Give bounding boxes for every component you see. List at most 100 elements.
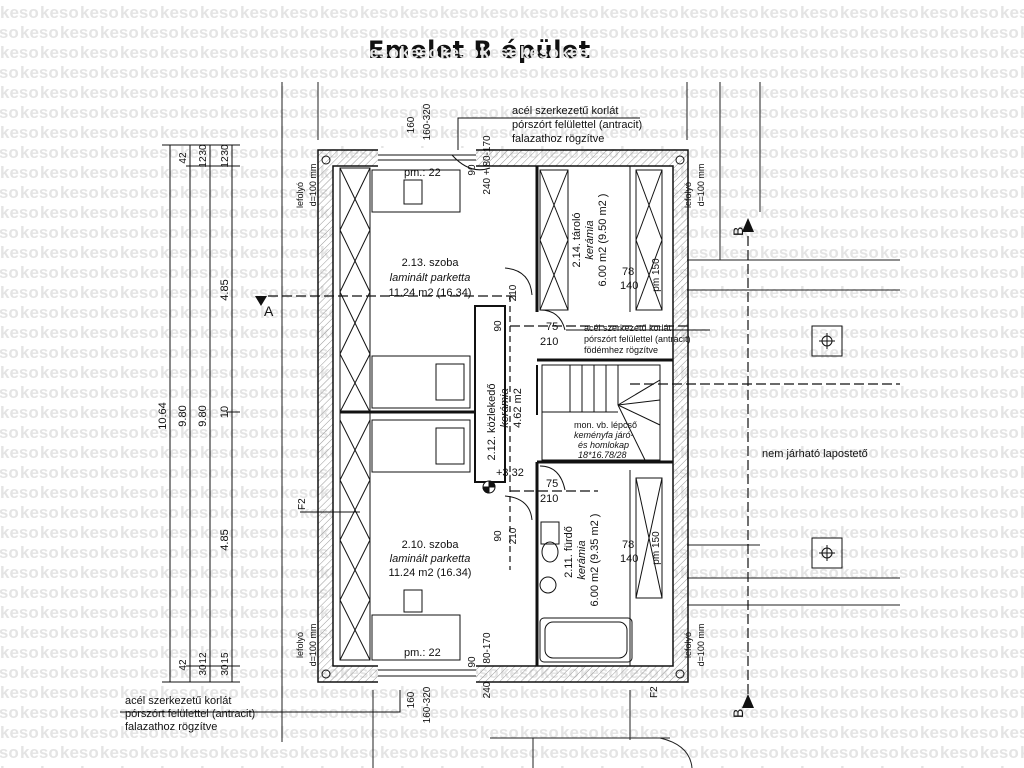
- watermark-text: keso: [0, 443, 39, 462]
- watermark-text: keso: [20, 583, 59, 602]
- watermark-text: keso: [280, 643, 319, 662]
- watermark-text: keso: [220, 23, 259, 42]
- watermark-text: keso: [720, 83, 759, 102]
- watermark-text: keso: [100, 543, 139, 562]
- watermark-text: keso: [720, 483, 759, 502]
- watermark-text: keso: [40, 523, 79, 542]
- watermark-text: keso: [640, 723, 679, 742]
- watermark-text: keso: [840, 603, 879, 622]
- watermark-text: keso: [60, 583, 99, 602]
- watermark-text: keso: [740, 263, 779, 282]
- watermark-text: keso: [0, 423, 19, 442]
- watermark-text: keso: [460, 63, 499, 82]
- dim-door-210-1: 90: [493, 530, 504, 542]
- watermark-text: keso: [200, 43, 239, 62]
- f2-mark-left: F2: [297, 498, 308, 510]
- watermark-text: keso: [940, 503, 979, 522]
- watermark-text: keso: [1020, 383, 1024, 402]
- watermark-text: keso: [920, 603, 959, 622]
- watermark-text: keso: [860, 663, 899, 682]
- watermark-text: keso: [420, 703, 459, 722]
- watermark-text: keso: [180, 383, 219, 402]
- room-2-12-name: 2.12. közlekedő: [486, 383, 498, 460]
- watermark-text: keso: [160, 123, 199, 142]
- watermark-text: keso: [160, 43, 199, 62]
- watermark-text: keso: [780, 143, 819, 162]
- dim-bottom-chain-4: 30: [220, 664, 231, 676]
- dim-top-chain-4: 12: [220, 156, 231, 168]
- watermark-text: keso: [140, 423, 179, 442]
- watermark-text: keso: [200, 323, 239, 342]
- watermark-text: keso: [440, 43, 479, 62]
- watermark-text: keso: [880, 123, 919, 142]
- watermark-text: keso: [780, 263, 819, 282]
- watermark-text: keso: [960, 123, 999, 142]
- watermark-text: keso: [660, 103, 699, 122]
- railing-note-bottom-1: acél szerkezetű korlát: [125, 695, 231, 707]
- watermark-text: keso: [720, 603, 759, 622]
- watermark-text: keso: [80, 403, 119, 422]
- railing-note-top-1: acél szerkezetű korlát: [512, 105, 618, 117]
- watermark-text: keso: [980, 343, 1019, 362]
- watermark-text: keso: [60, 223, 99, 242]
- watermark-text: keso: [980, 463, 1019, 482]
- dim-door-top-2: 240 + 80-170: [482, 135, 493, 195]
- watermark-text: keso: [20, 463, 59, 482]
- watermark-text: keso: [0, 123, 39, 142]
- watermark-text: keso: [860, 503, 899, 522]
- watermark-text: keso: [160, 283, 199, 302]
- watermark-text: keso: [780, 703, 819, 722]
- watermark-text: keso: [140, 143, 179, 162]
- watermark-text: keso: [120, 123, 159, 142]
- watermark-text: keso: [740, 503, 779, 522]
- watermark-text: keso: [20, 383, 59, 402]
- watermark-text: keso: [720, 163, 759, 182]
- watermark-text: keso: [360, 683, 399, 702]
- watermark-text: keso: [180, 503, 219, 522]
- watermark-text: keso: [960, 403, 999, 422]
- watermark-text: keso: [1000, 123, 1024, 142]
- watermark-text: keso: [520, 43, 559, 62]
- watermark-text: keso: [960, 163, 999, 182]
- watermark-text: keso: [260, 303, 299, 322]
- dim-win-211-1: 78: [622, 539, 634, 551]
- watermark-text: keso: [400, 43, 439, 62]
- watermark-text: keso: [1020, 63, 1024, 82]
- watermark-text: keso: [500, 743, 539, 762]
- watermark-text: keso: [880, 43, 919, 62]
- watermark-text: keso: [320, 83, 359, 102]
- watermark-text: keso: [100, 583, 139, 602]
- watermark-text: keso: [20, 423, 59, 442]
- watermark-text: keso: [260, 183, 299, 202]
- watermark-text: keso: [760, 323, 799, 342]
- level-marker-icon: [482, 480, 496, 494]
- watermark-text: keso: [460, 103, 499, 122]
- watermark-text: keso: [40, 683, 79, 702]
- watermark-text: keso: [360, 83, 399, 102]
- watermark-text: keso: [740, 343, 779, 362]
- watermark-text: keso: [840, 483, 879, 502]
- watermark-text: keso: [240, 443, 279, 462]
- watermark-text: keso: [780, 183, 819, 202]
- watermark-text: keso: [140, 63, 179, 82]
- watermark-text: keso: [680, 123, 719, 142]
- watermark-text: keso: [840, 43, 879, 62]
- watermark-text: keso: [20, 543, 59, 562]
- watermark-text: keso: [700, 663, 739, 682]
- watermark-text: keso: [120, 643, 159, 662]
- watermark-text: keso: [140, 383, 179, 402]
- watermark-text: keso: [60, 343, 99, 362]
- watermark-text: keso: [40, 3, 79, 22]
- watermark-text: keso: [940, 543, 979, 562]
- watermark-text: keso: [160, 3, 199, 22]
- watermark-text: keso: [380, 63, 419, 82]
- watermark-text: keso: [100, 423, 139, 442]
- watermark-text: keso: [980, 423, 1019, 442]
- watermark-text: keso: [360, 3, 399, 22]
- watermark-text: keso: [120, 43, 159, 62]
- watermark-text: keso: [900, 463, 939, 482]
- watermark-text: keso: [360, 43, 399, 62]
- watermark-text: keso: [800, 43, 839, 62]
- watermark-text: keso: [0, 523, 39, 542]
- watermark-text: keso: [260, 543, 299, 562]
